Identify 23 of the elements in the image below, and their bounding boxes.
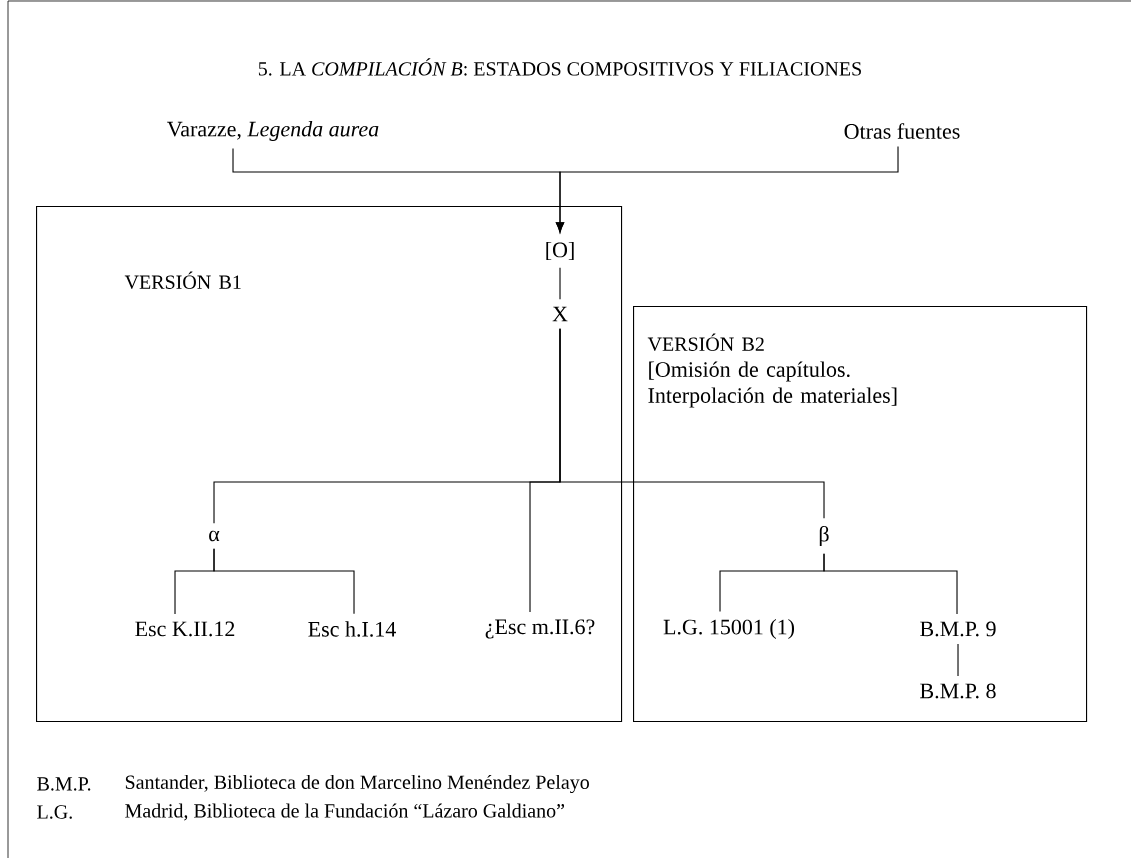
stemma-line bbox=[957, 643, 959, 677]
siglum: [O] bbox=[546, 241, 574, 261]
stemma-line bbox=[213, 548, 355, 615]
source-text: Varazze, Legenda aurea bbox=[167, 121, 379, 141]
source-text: Otras fuentes bbox=[844, 123, 960, 139]
title: 5. LA COMPILACIÓN B: ESTADOS COMPOSITIVOS Y FILIACIONES bbox=[258, 58, 861, 76]
manuscript-siglum: Esc K.II.12 bbox=[135, 621, 235, 637]
manuscript-siglum: L.G. 15001 (1) bbox=[663, 619, 795, 639]
abbreviation-note: Santander, Biblioteca de don Marcelino Menéndez Pelayo bbox=[125, 774, 589, 794]
abbreviation: B.M.P. bbox=[37, 777, 91, 791]
abbreviation-note: Madrid, Biblioteca de la Fundación “Lázaro Galdiano” bbox=[125, 803, 565, 821]
siglum: α bbox=[209, 530, 220, 542]
manuscript-siglum: Esc h.I.14 bbox=[308, 621, 396, 637]
siglum: β bbox=[819, 525, 829, 547]
manuscript-siglum: B.M.P. 9 bbox=[920, 621, 996, 637]
manuscript-siglum: ¿Esc m.II.6? bbox=[485, 619, 595, 639]
arrow bbox=[555, 145, 899, 233]
abbreviation: L.G. bbox=[37, 805, 72, 819]
siglum: X bbox=[552, 306, 568, 322]
stemma-line bbox=[823, 553, 958, 615]
stemma-line bbox=[559, 328, 825, 519]
stemma-line bbox=[559, 267, 561, 300]
manuscript-siglum: B.M.P. 8 bbox=[920, 683, 996, 699]
